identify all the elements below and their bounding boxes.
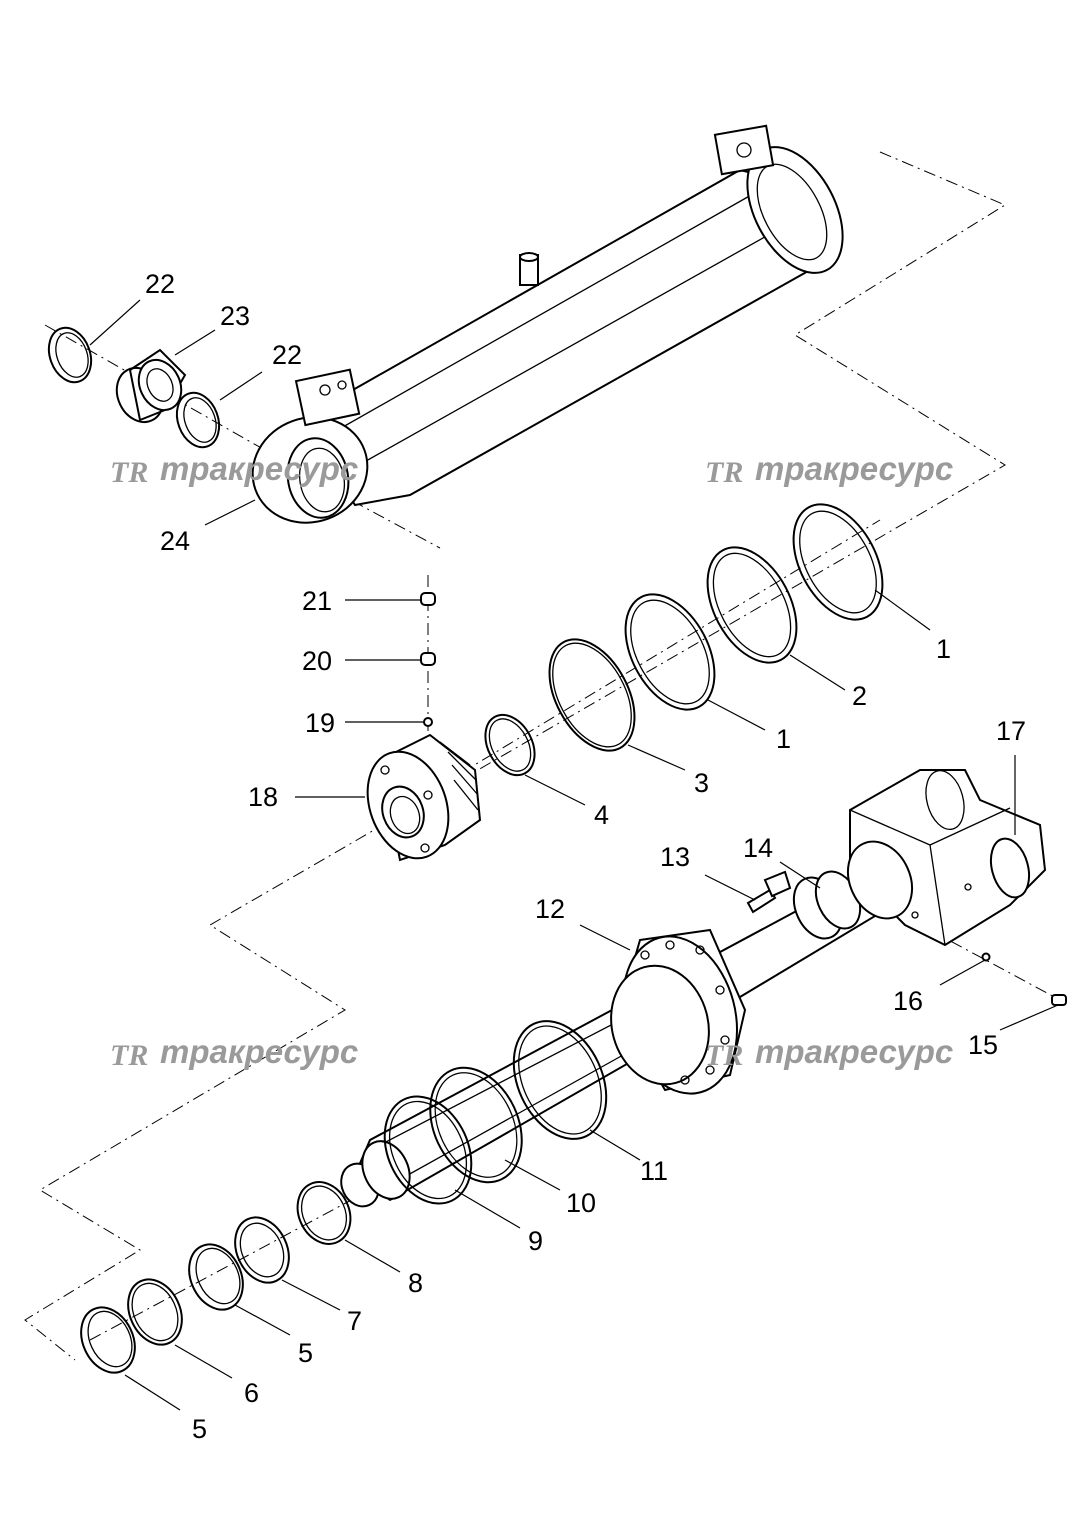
rod-flange-12	[610, 928, 747, 1095]
bushing-23	[115, 348, 187, 424]
callout-1-middle: 1	[776, 724, 791, 754]
callout-14: 14	[743, 833, 773, 863]
seal-ring-3	[548, 638, 636, 752]
callout-10: 10	[566, 1188, 596, 1218]
seal-ring-5-top	[188, 1243, 244, 1311]
seal-ring-9	[383, 1095, 473, 1205]
callout-12: 12	[535, 894, 565, 924]
watermark-top-right: TR тракресурс	[705, 450, 953, 489]
callout-23: 23	[220, 301, 250, 331]
fitting-20	[420, 652, 436, 666]
callout-15: 15	[968, 1030, 998, 1060]
seal-ring-6	[127, 1278, 183, 1346]
callout-18: 18	[248, 782, 278, 812]
callout-3: 3	[694, 768, 709, 798]
watermark-logo: TR	[705, 456, 743, 489]
seal-ring-2	[706, 546, 798, 664]
snap-ring-22-top	[47, 326, 93, 384]
callout-16: 16	[893, 986, 923, 1016]
callout-5-bottom: 5	[192, 1414, 207, 1444]
watermark-text: тракресурс	[160, 1033, 358, 1070]
callout-2: 2	[852, 681, 867, 711]
callout-8: 8	[408, 1268, 423, 1298]
seal-ring-1-top	[792, 503, 884, 621]
seal-ring-8	[296, 1181, 352, 1245]
callout-labels: 1 2 1 3 4 5 6 5 7 8 9 10 11 12 13 14 15 …	[145, 269, 1026, 1444]
piston-18	[366, 733, 482, 862]
seal-ring-10	[429, 1066, 523, 1184]
watermark-text: тракресурс	[755, 450, 953, 487]
watermark-bottom-right: TR тракресурс	[705, 1033, 953, 1072]
seal-ring-11	[512, 1020, 608, 1140]
seal-ring-5-bottom	[80, 1306, 136, 1374]
o-ring-4	[484, 713, 536, 777]
callout-21: 21	[302, 586, 332, 616]
watermark-text: тракресурс	[755, 1033, 953, 1070]
callout-4: 4	[594, 800, 609, 830]
snap-ring-22-bottom	[175, 391, 221, 449]
fitting-15	[1051, 994, 1067, 1006]
bolt-13	[746, 870, 792, 914]
callout-11: 11	[640, 1156, 668, 1186]
callout-19: 19	[305, 708, 335, 738]
seal-ring-1-middle	[624, 593, 716, 711]
ball-19	[423, 717, 433, 727]
callout-20: 20	[302, 646, 332, 676]
leader-lines	[89, 299, 1059, 1411]
fitting-21	[420, 592, 436, 606]
watermark-top-left: TR тракресурс	[110, 450, 358, 489]
watermark-logo: TR	[705, 1039, 743, 1072]
callout-7: 7	[347, 1306, 362, 1336]
callout-22-top: 22	[145, 269, 175, 299]
callout-17: 17	[996, 716, 1026, 746]
callout-5-top: 5	[298, 1338, 313, 1368]
watermark-bottom-left: TR тракресурс	[110, 1033, 358, 1072]
watermark-logo: TR	[110, 1039, 148, 1072]
ball-16	[981, 952, 991, 962]
rod-eye-17	[846, 769, 1047, 947]
watermark-logo: TR	[110, 456, 148, 489]
callout-13: 13	[660, 842, 690, 872]
cylinder-barrel	[251, 124, 844, 524]
watermark-text: тракресурс	[160, 450, 358, 487]
callout-22-bottom: 22	[272, 340, 302, 370]
callout-24: 24	[160, 526, 190, 556]
seal-ring-7	[234, 1216, 290, 1284]
callout-6: 6	[244, 1378, 259, 1408]
callout-9: 9	[528, 1226, 543, 1256]
callout-1-top: 1	[936, 634, 951, 664]
